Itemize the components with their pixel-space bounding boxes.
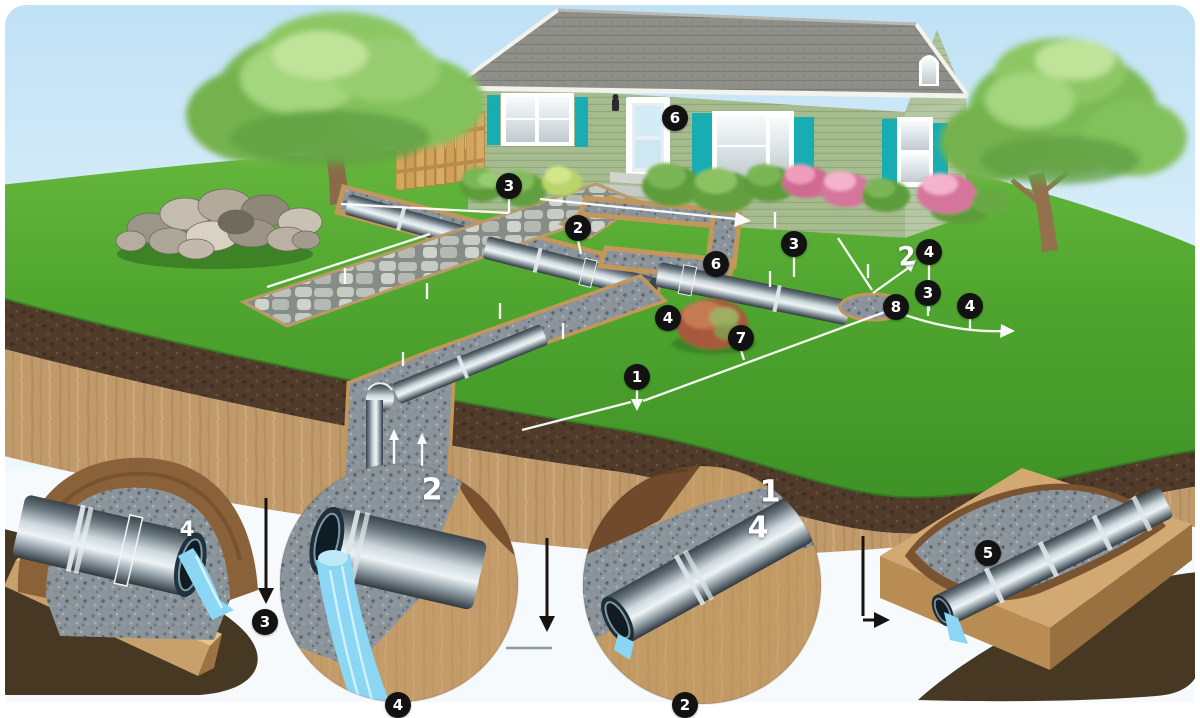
step-arrowheads — [258, 588, 890, 632]
callout-3-inset-left: 3 — [252, 609, 278, 635]
callout-3-right-lawn: 3 — [781, 231, 807, 257]
handwritten-2-trench: 2 — [421, 472, 443, 508]
foundation-bushes — [460, 163, 1008, 224]
roof — [452, 10, 968, 96]
window-left — [487, 93, 588, 147]
water-drip — [614, 634, 634, 660]
handwritten-4-inset-left: 4 — [179, 517, 195, 541]
tree-right-trunk — [1028, 172, 1058, 252]
window-right — [882, 117, 948, 187]
handwritten-1-inset: 1 — [759, 474, 781, 510]
inset-elbow-cutaway — [279, 463, 519, 703]
callout-4-right-lawn: 4 — [916, 239, 942, 265]
handwritten-2-lawn: 2 — [896, 241, 918, 273]
callout-3-right-lawn-lower: 3 — [915, 280, 941, 306]
callout-7-center-lawn: 7 — [728, 325, 754, 351]
inset-pipe-bed-cutaway — [582, 465, 822, 705]
tree-right — [940, 38, 1187, 252]
handwritten-4-inset: 4 — [747, 510, 769, 546]
callout-6-outlet-pipe: 6 — [703, 251, 729, 277]
subsoil-band — [0, 348, 1200, 556]
drain-pipe-outlet — [655, 262, 851, 325]
callout-5-inset-right: 5 — [975, 540, 1001, 566]
inset-pipe-outlet — [4, 457, 259, 676]
water-trickle — [944, 612, 968, 644]
porch-light — [612, 94, 619, 111]
guide-arrowheads — [389, 212, 1015, 444]
callout-2-inset-center-right: 2 — [672, 692, 698, 718]
step-arrows — [264, 498, 876, 650]
guide-lines — [266, 197, 1005, 470]
callout-6-house-wall: 6 — [662, 105, 688, 131]
callout-8-pipe-end: 8 — [883, 294, 909, 320]
rock-pile — [115, 188, 323, 269]
elbow-pipe — [365, 324, 548, 485]
inset-trench-box — [880, 468, 1192, 670]
callout-4-inset-center-left: 4 — [385, 692, 411, 718]
callout-1-front-edge: 1 — [624, 364, 650, 390]
callout-3-flagstone-path: 3 — [496, 173, 522, 199]
callout-4-center-bush: 4 — [655, 305, 681, 331]
eave-fascia — [451, 85, 969, 99]
tree-left — [186, 12, 484, 205]
callout-4-far-right: 4 — [957, 293, 983, 319]
front-door — [626, 97, 670, 178]
callout-2-main-trench: 2 — [565, 215, 591, 241]
attic-window — [919, 55, 939, 86]
